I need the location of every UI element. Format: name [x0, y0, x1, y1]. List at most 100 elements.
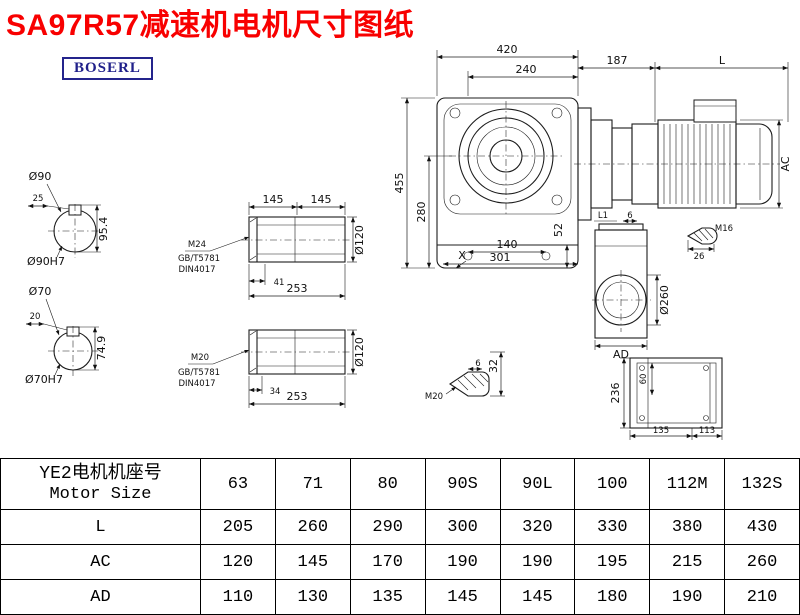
dim-145-a: 145: [263, 193, 284, 206]
dim-135: 135: [653, 426, 669, 436]
dim-32: 32: [487, 359, 500, 373]
table-cell: 190: [499, 544, 576, 580]
label-m24: M24: [188, 240, 206, 250]
gearbox-front-view: [436, 97, 579, 269]
dim-20: 20: [30, 312, 41, 322]
dim-25: 25: [33, 194, 44, 204]
label-m16: M16: [715, 224, 733, 234]
m20-plug-detail: 6 32 M20: [425, 351, 505, 402]
m16-plug-detail: M16 26: [686, 224, 733, 262]
dim-dia70: Ø70: [29, 285, 52, 298]
motor-side-view: [574, 99, 780, 221]
table-cell: 145: [274, 544, 351, 580]
row-label-AD: AD: [0, 579, 201, 615]
table-cell: 190: [424, 544, 501, 580]
size-71: 71: [274, 458, 351, 510]
header-en: Motor Size: [49, 485, 152, 505]
label-din-top: DIN4017: [178, 265, 215, 275]
table-row-L: L 205 260 290 300 320 330 380 430: [0, 509, 800, 545]
dim-x-mark: X: [458, 249, 466, 262]
table-cell: 300: [424, 509, 501, 545]
dim-240: 240: [516, 63, 537, 76]
dim-95-4: 95.4: [97, 217, 110, 242]
table-row-AD: AD 110 130 135 145 145 180 190 210: [0, 579, 800, 615]
gearbox-side-view: L1 6 Ø260 AD: [592, 211, 671, 361]
dim-52: 52: [552, 223, 565, 237]
table-cell: 210: [724, 579, 800, 615]
dim-41: 41: [274, 278, 285, 288]
dim-187: 187: [607, 54, 628, 67]
header-cn: YE2电机机座号: [39, 463, 162, 484]
shaft-end-view-bottom: Ø70 20 74.9 Ø70H7: [25, 285, 108, 386]
table-cell: 320: [499, 509, 576, 545]
dim-AC: AC: [779, 156, 792, 171]
dim-301: 301: [490, 251, 511, 264]
table-cell: 180: [574, 579, 651, 615]
table-cell: 430: [724, 509, 800, 545]
label-gbt-top: GB/T5781: [178, 254, 220, 264]
shaft-end-view-top: Ø90 25 95.4 Ø90H7: [27, 170, 110, 268]
dimensions-front: 455 280 52 140 301 X AC: [393, 97, 792, 269]
size-112M: 112M: [649, 458, 726, 510]
label-m20-plug: M20: [425, 392, 443, 402]
fan-cowl: [735, 123, 773, 205]
row-label-L: L: [0, 509, 201, 545]
table-cell: 190: [649, 579, 726, 615]
size-132S: 132S: [724, 458, 800, 510]
dim-dia120-top: Ø120: [353, 225, 366, 255]
table-cell: 145: [424, 579, 501, 615]
dim-236: 236: [609, 383, 622, 404]
row-label-AC: AC: [0, 544, 201, 580]
table-header-row: YE2电机机座号 Motor Size 63 71 80 90S 90L 100…: [0, 458, 800, 510]
label-gbt-bottom: GB/T5781: [178, 368, 220, 378]
table-cell: 145: [499, 579, 576, 615]
dim-34: 34: [270, 387, 281, 397]
dim-455: 455: [393, 173, 406, 194]
dim-253-top: 253: [287, 282, 308, 295]
label-m20: M20: [191, 353, 209, 363]
table-cell: 260: [724, 544, 800, 580]
dim-bore70: Ø70H7: [25, 373, 63, 386]
table-cell: 130: [274, 579, 351, 615]
brand-logo: BOSERL: [62, 57, 153, 80]
table-cell: 380: [649, 509, 726, 545]
dim-140: 140: [497, 238, 518, 251]
size-90L: 90L: [499, 458, 576, 510]
size-90S: 90S: [424, 458, 501, 510]
dim-bore90: Ø90H7: [27, 255, 65, 268]
dim-dia260: Ø260: [658, 285, 671, 315]
table-cell: 215: [649, 544, 726, 580]
size-63: 63: [200, 458, 276, 510]
dim-AD: AD: [613, 348, 629, 361]
dim-253-bottom: 253: [287, 390, 308, 403]
table-cell: 260: [274, 509, 351, 545]
hollow-shaft-bottom: Ø120 M20 GB/T5781 DIN4017 34 253: [178, 329, 366, 408]
size-100: 100: [574, 458, 651, 510]
table-cell: 290: [349, 509, 426, 545]
dim-113: 113: [699, 426, 715, 436]
dim-26: 26: [694, 252, 705, 262]
technical-drawing: 420 240 187 L 455 280 52 140 301 X AC: [25, 43, 792, 440]
motor-size-table: YE2电机机座号 Motor Size 63 71 80 90S 90L 100…: [0, 458, 800, 615]
size-80: 80: [349, 458, 426, 510]
motor-size-header: YE2电机机座号 Motor Size: [0, 458, 201, 510]
dim-6-side: 6: [627, 211, 632, 221]
table-cell: 205: [200, 509, 276, 545]
table-cell: 120: [200, 544, 276, 580]
label-din-bottom: DIN4017: [178, 379, 215, 389]
dim-145-b: 145: [311, 193, 332, 206]
dim-L1: L1: [598, 211, 608, 221]
hollow-shaft-top: 145 145 Ø120 M24 GB/T5781 DIN4017 41 253: [178, 193, 366, 300]
table-cell: 330: [574, 509, 651, 545]
table-cell: 195: [574, 544, 651, 580]
table-cell: 110: [200, 579, 276, 615]
table-cell: 135: [349, 579, 426, 615]
terminal-box: [693, 99, 737, 123]
dim-74-9: 74.9: [95, 336, 108, 361]
dim-6-plug: 6: [475, 359, 480, 369]
dim-60: 60: [639, 374, 649, 385]
dim-280: 280: [415, 202, 428, 223]
page-title: SA97R57减速机电机尺寸图纸: [6, 9, 415, 42]
dim-L: L: [719, 54, 726, 67]
dimensions-top: 420 240 187 L: [436, 43, 789, 122]
